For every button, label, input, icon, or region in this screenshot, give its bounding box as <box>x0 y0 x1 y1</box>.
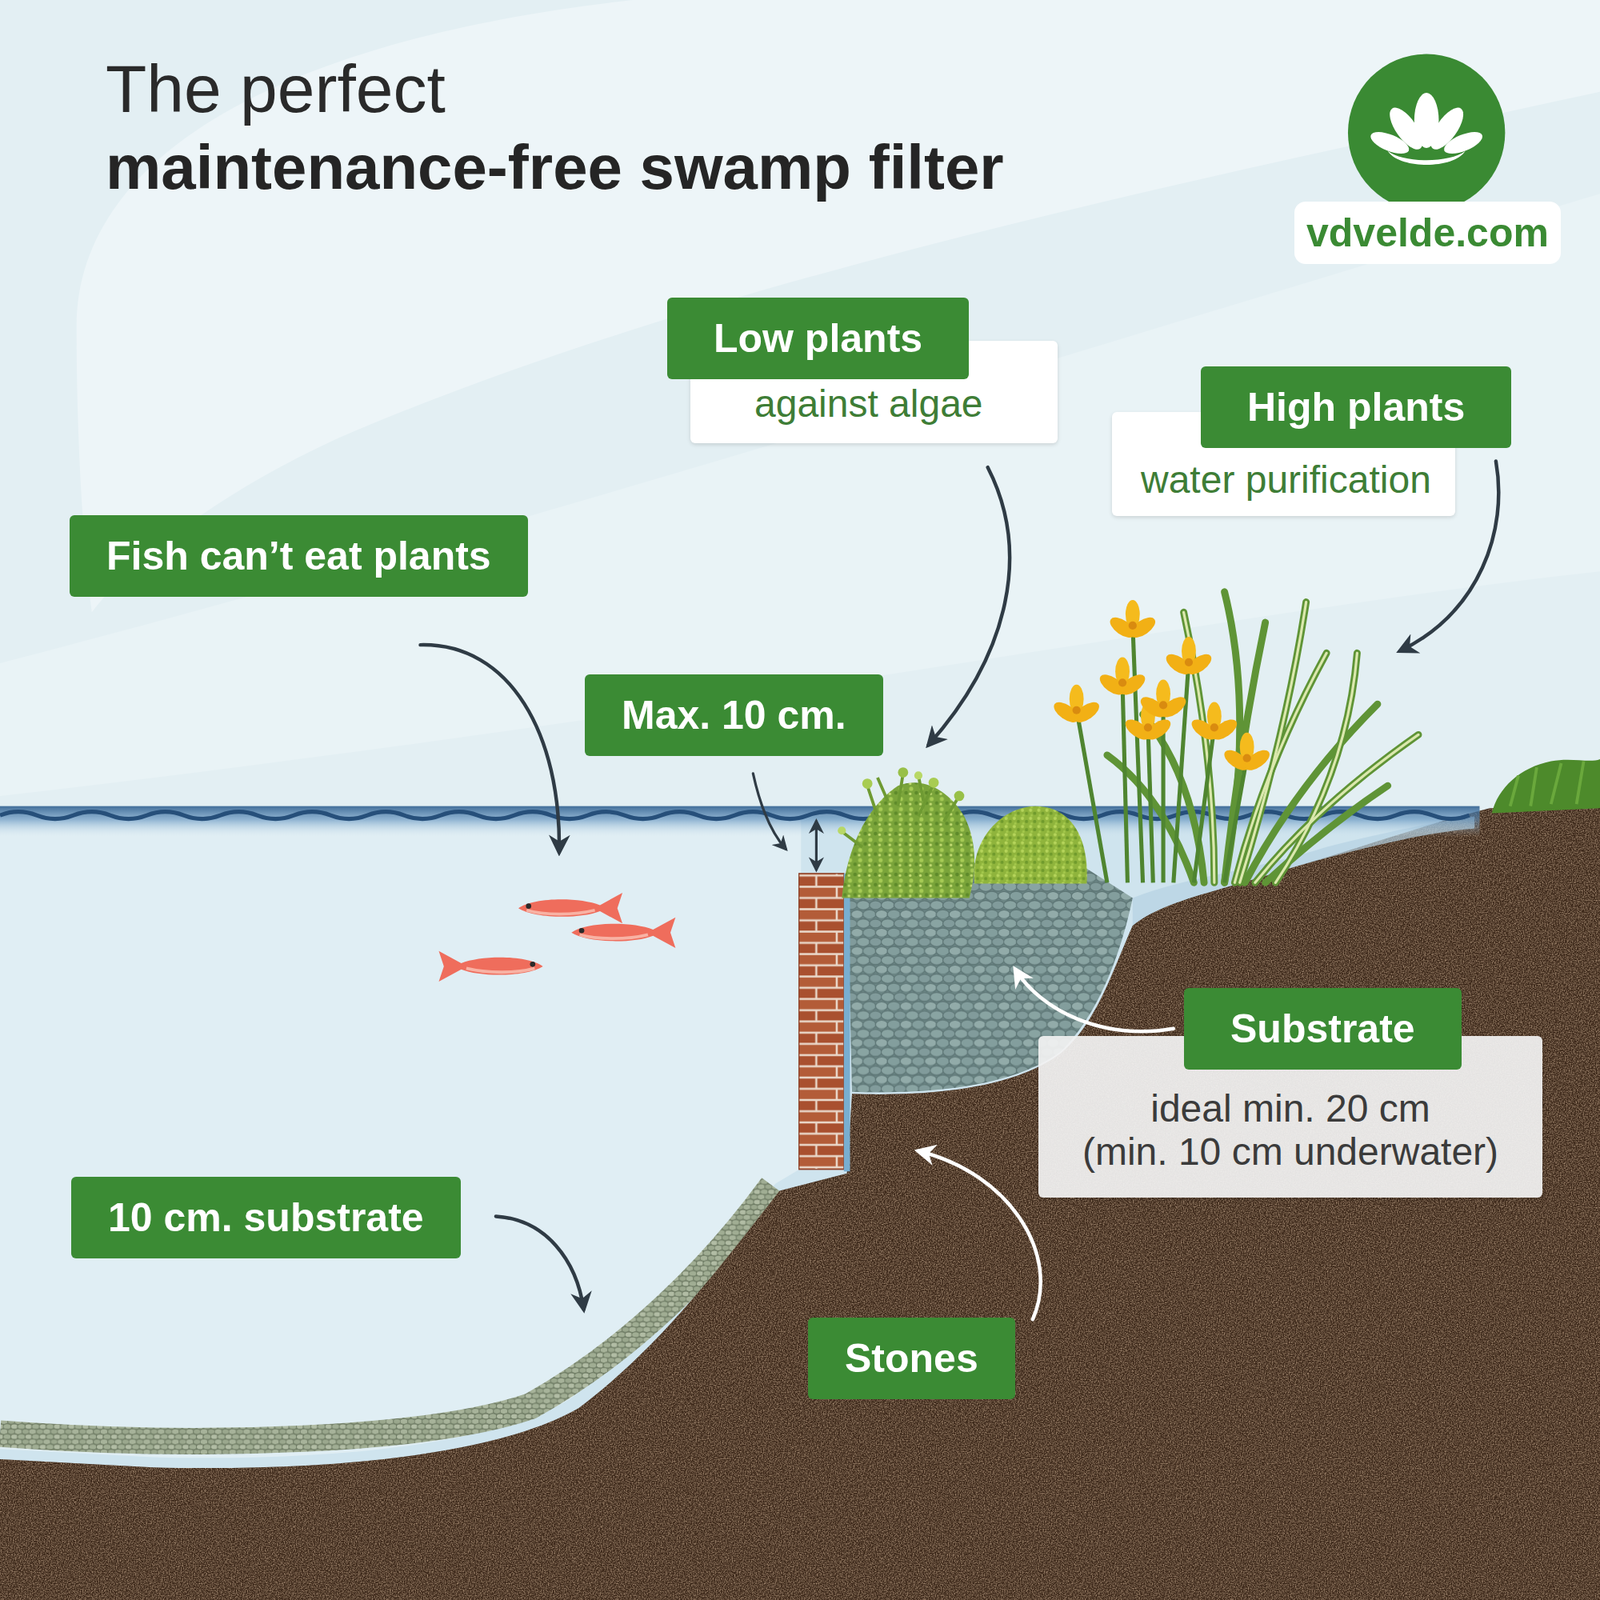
surface-wave <box>0 812 1470 820</box>
callout-box: Stones <box>808 1317 1016 1400</box>
leader-arrow <box>496 1216 584 1309</box>
leaf <box>837 826 846 835</box>
low-plants <box>837 767 1088 898</box>
label-tab: Substrate <box>1184 988 1462 1070</box>
soil-body <box>0 803 1600 1600</box>
tab-text: Stones <box>844 1334 979 1383</box>
pond-liner <box>844 873 851 1172</box>
fish <box>438 951 543 982</box>
tab-text: Substrate <box>1230 1004 1416 1053</box>
iris-stems <box>1076 624 1248 884</box>
callout-box: 10 cm. substrate <box>71 1176 461 1259</box>
note-text: against algae <box>754 382 984 426</box>
tab-text: Max. 10 cm. <box>621 691 847 740</box>
logo-circle <box>1348 54 1505 212</box>
grass-tuft <box>1492 759 1600 814</box>
brand-watermark: vdvelde.com <box>1294 201 1561 264</box>
tab-text: Fish can’t eat plants <box>106 532 492 580</box>
lotus-base <box>1388 151 1466 165</box>
label-tab: Low plants <box>667 297 969 380</box>
leaf <box>897 767 908 778</box>
title-line-spacer <box>585 49 1066 122</box>
fish <box>518 892 623 924</box>
leader-arrow <box>918 1151 1041 1320</box>
iris-flower <box>1188 702 1240 744</box>
leaf <box>914 771 923 780</box>
page-title: The perfect maintenance-free swamp filte… <box>105 49 1066 207</box>
low-plant-bush <box>973 806 1087 884</box>
iris-flower <box>1162 636 1215 679</box>
fish <box>571 917 676 948</box>
low-plant-mound <box>841 782 975 898</box>
dimension-arrow <box>815 821 818 870</box>
low-plant-sprigs <box>841 773 960 848</box>
note-text: ideal min. 20 cm (min. 10 cm underwater) <box>1066 1087 1515 1174</box>
callout-box: Fish can’t eat plants <box>69 515 528 597</box>
callout-box: Low plants against algae <box>667 297 1058 444</box>
leader-arrow <box>928 467 1010 745</box>
leader-arrow <box>1015 969 1174 1032</box>
iris-flower <box>1050 684 1103 727</box>
iris-flower <box>1096 656 1149 699</box>
grass-leaves <box>1107 592 1419 884</box>
callout-box: Substrate ideal min. 20 cm (min. 10 cm un… <box>1038 988 1543 1198</box>
tab-text: Low plants <box>713 314 923 363</box>
light-band <box>0 193 1600 796</box>
fish-group <box>438 892 676 982</box>
note-text: water purification <box>1140 458 1432 502</box>
soil <box>0 759 1600 1600</box>
brick-wall <box>799 873 851 1172</box>
iris-flower <box>1220 732 1273 775</box>
high-plants <box>1050 592 1419 884</box>
callout-box: High plants water purification <box>1112 366 1512 516</box>
soil-texture <box>0 803 1600 1600</box>
leader-arrow <box>752 773 786 849</box>
line-spacer <box>1066 1087 1123 1128</box>
tab-text: 10 cm. substrate <box>108 1193 424 1242</box>
grass-blades <box>1510 761 1584 807</box>
tab-text: High plants <box>1247 383 1465 432</box>
brick-divider <box>799 873 844 1170</box>
leaf-stripes <box>1184 602 1419 884</box>
label-tab: Fish can’t eat plants <box>69 515 528 597</box>
logo <box>1348 54 1505 212</box>
label-tab: Stones <box>808 1317 1016 1400</box>
iris-flower <box>1137 679 1190 721</box>
label-tab: High plants <box>1200 366 1512 448</box>
line-spacer <box>1458 1087 1515 1128</box>
label-tab: Max. 10 cm. <box>584 674 884 756</box>
callout-box: Max. 10 cm. <box>584 674 884 756</box>
leaf <box>928 777 940 788</box>
leaf <box>954 791 965 802</box>
leader-arrow <box>420 644 560 852</box>
label-tab: 10 cm. substrate <box>71 1176 461 1259</box>
iris-flower <box>1106 600 1159 642</box>
leaf <box>862 778 873 789</box>
